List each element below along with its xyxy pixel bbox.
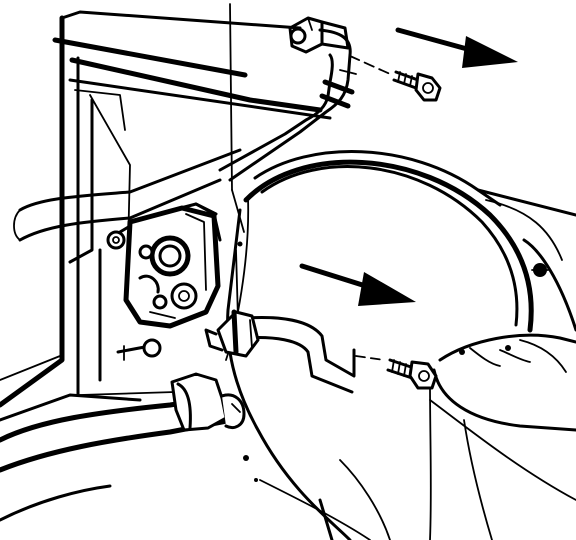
right-edge-bolt xyxy=(531,263,549,277)
radiator-hose xyxy=(0,372,258,522)
lower-line-bolt xyxy=(386,358,438,390)
lower-stud-clip xyxy=(116,338,162,361)
block-fitting xyxy=(106,202,243,329)
upper-refrigerant-line xyxy=(218,28,357,182)
radiator-support-frame xyxy=(0,10,332,422)
shroud-base xyxy=(259,459,391,540)
lower-guide-dash xyxy=(355,355,385,361)
lower-refrigerant-line xyxy=(204,309,356,394)
upper-direction-arrow xyxy=(395,27,518,68)
bracket-plate xyxy=(229,3,245,321)
upper-guide-dash xyxy=(349,55,391,75)
lower-right-housing xyxy=(429,333,576,501)
upper-line-fitting xyxy=(288,16,350,54)
upper-line-bolt xyxy=(392,70,442,102)
center-direction-arrow xyxy=(299,263,416,306)
fan-shroud xyxy=(225,150,576,540)
upper-horizontal-tube xyxy=(13,148,242,242)
